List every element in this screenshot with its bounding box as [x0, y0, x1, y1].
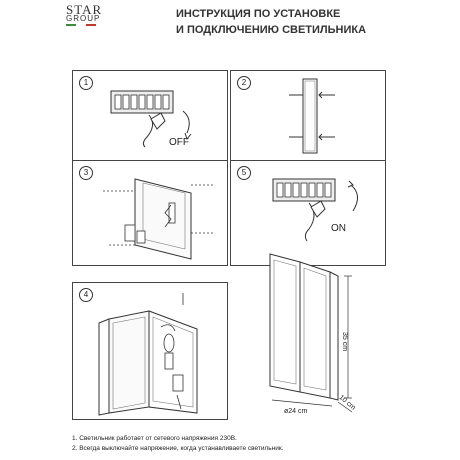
step-1-number: 1 [79, 76, 93, 90]
note-1: 1. Светильник работает от сетевого напря… [72, 435, 237, 442]
title-line-1: ИНСТРУКЦИЯ ПО УСТАНОВКЕ [176, 8, 341, 20]
dimension-drawing [269, 253, 353, 413]
height-dimension: 35 cm [341, 332, 348, 352]
step-4-panel: 4 [72, 282, 228, 420]
off-label: OFF [169, 137, 189, 148]
step-5-panel: 5 ON [230, 160, 386, 266]
step-1-panel: 1 OFF [72, 70, 228, 162]
on-label: ON [331, 223, 346, 234]
brand-name-star: STAR [66, 2, 103, 17]
step-2-number: 2 [237, 76, 251, 90]
width-dimension: ø24 cm [284, 408, 308, 415]
title-line-2: И ПОДКЛЮЧЕНИЮ СВЕТИЛЬНИКА [176, 24, 367, 36]
page-title: ИНСТРУКЦИЯ ПО УСТАНОВКЕ И ПОДКЛЮЧЕНИЮ СВ… [176, 6, 436, 38]
step-3-number: 3 [79, 166, 93, 180]
wall-plate-illustration [289, 78, 335, 154]
breaker-on-illustration [272, 178, 358, 242]
brand-name-group: GROUP [66, 14, 101, 23]
lamp-assembly-illustration [98, 293, 198, 416]
step-4-number: 4 [79, 288, 93, 302]
notes: 1. Светильник работает от сетевого напря… [72, 434, 452, 454]
step-5-number: 5 [237, 166, 251, 180]
brand-logo: STAR GROUP [60, 2, 120, 28]
step-2-panel: 2 [230, 70, 386, 162]
breaker-off-illustration [110, 90, 192, 148]
note-2: 2. Всегда выключайте напряжение, когда у… [72, 445, 284, 452]
mounting-illustration [103, 178, 213, 260]
step-3-panel: 3 [72, 160, 228, 266]
flag-stripe-icon [66, 24, 96, 26]
